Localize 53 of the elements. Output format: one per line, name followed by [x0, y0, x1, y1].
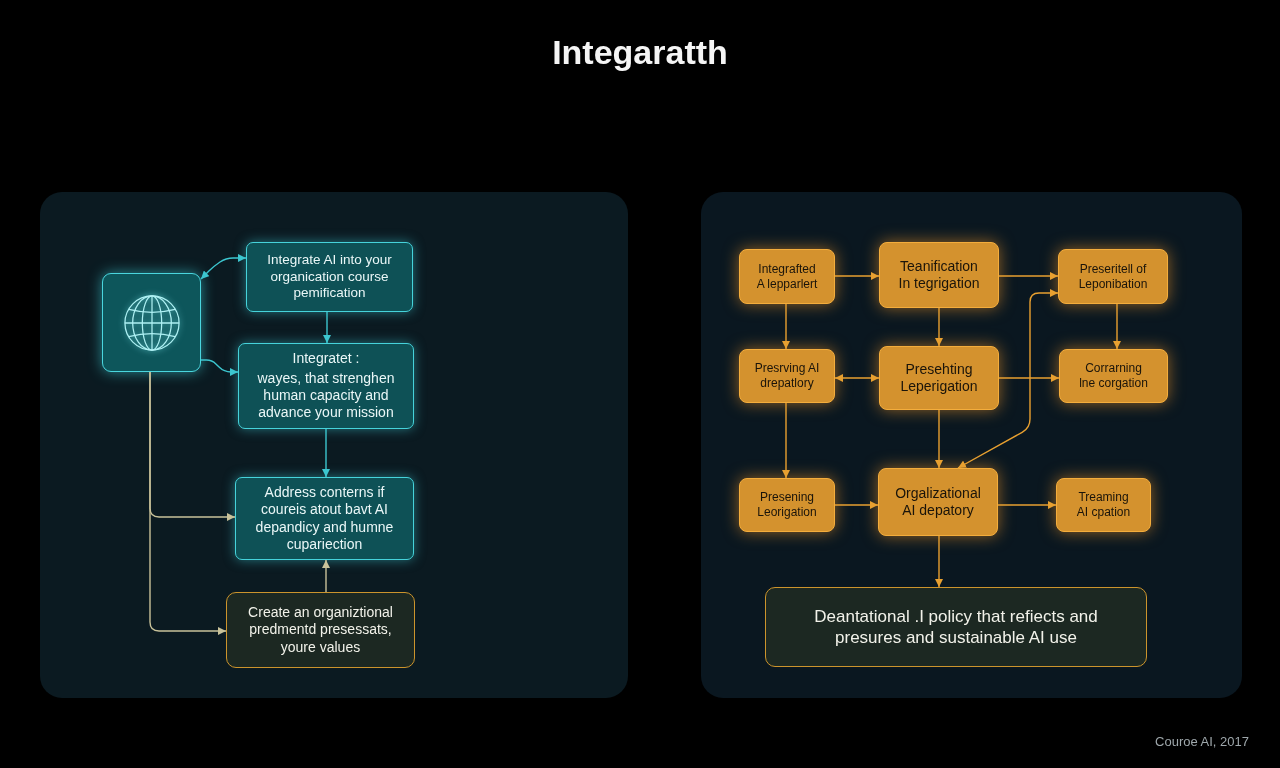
node-text: Orgalizational AI depatory: [894, 484, 982, 520]
arrow: [200, 254, 247, 280]
arrow: [1113, 303, 1121, 350]
arrow: [834, 501, 879, 509]
node-text: Integrate AI into your organication course pemification: [266, 251, 393, 303]
node-text: Create an organiztional predmentd presessats, youre values: [247, 603, 394, 657]
process-box: [739, 478, 835, 532]
node-text: Corrarning lne corgation: [1078, 361, 1149, 391]
arrow: [322, 428, 330, 478]
process-box: [246, 242, 413, 312]
summary-box: [765, 587, 1147, 667]
arrow: [935, 409, 943, 469]
process-box: [238, 343, 414, 429]
arrow: [998, 374, 1060, 382]
node-text: Deantational .I policy that refiects and presures and sustainable AI use: [813, 605, 1099, 649]
process-box: [1058, 249, 1168, 304]
process-box: [235, 477, 414, 560]
process-box: [879, 346, 999, 410]
node-text: wayes, that strenghen human capacity and advance your mission: [256, 369, 396, 422]
diagram-title: Integaratth: [552, 32, 728, 73]
node-text: Presehting Leperigation: [899, 360, 979, 396]
arrow: [149, 371, 227, 635]
process-box: [739, 249, 835, 304]
panel: [701, 192, 1242, 698]
process-box: [1059, 349, 1168, 403]
summary-box: [226, 592, 415, 668]
node-text: Integratet :: [292, 350, 360, 368]
node-text: Presening Leorigation: [756, 490, 818, 520]
node-text: Integrafted A lepparlert: [755, 261, 819, 292]
process-box: [739, 349, 835, 403]
process-box: [878, 468, 998, 536]
arrow: [935, 535, 943, 588]
process-box: [1056, 478, 1151, 532]
arrow: [957, 289, 1059, 469]
arrow: [998, 272, 1059, 280]
arrow: [834, 374, 880, 382]
node-text: Preseritell of Leponibation: [1077, 261, 1149, 292]
arrow: [834, 272, 880, 280]
arrow: [323, 311, 331, 344]
node-text: Presrving AI drepatlory: [753, 361, 821, 391]
process-box: [879, 242, 999, 308]
node-text: Address conterns if coureis atout bavt AI depandicy and humne cupariection: [254, 483, 395, 554]
arrow: [782, 402, 790, 479]
source-note: Couroe AI, 2017: [1155, 734, 1249, 750]
node-text: Treaming AI cpation: [1075, 490, 1132, 520]
node-text: Teanification In tegrigation: [897, 257, 981, 293]
globe-tile: [102, 273, 201, 372]
arrow: [997, 501, 1057, 509]
arrow: [935, 307, 943, 347]
panel: [40, 192, 628, 698]
arrow: [322, 559, 330, 593]
arrow: [782, 303, 790, 350]
arrow: [200, 359, 239, 376]
